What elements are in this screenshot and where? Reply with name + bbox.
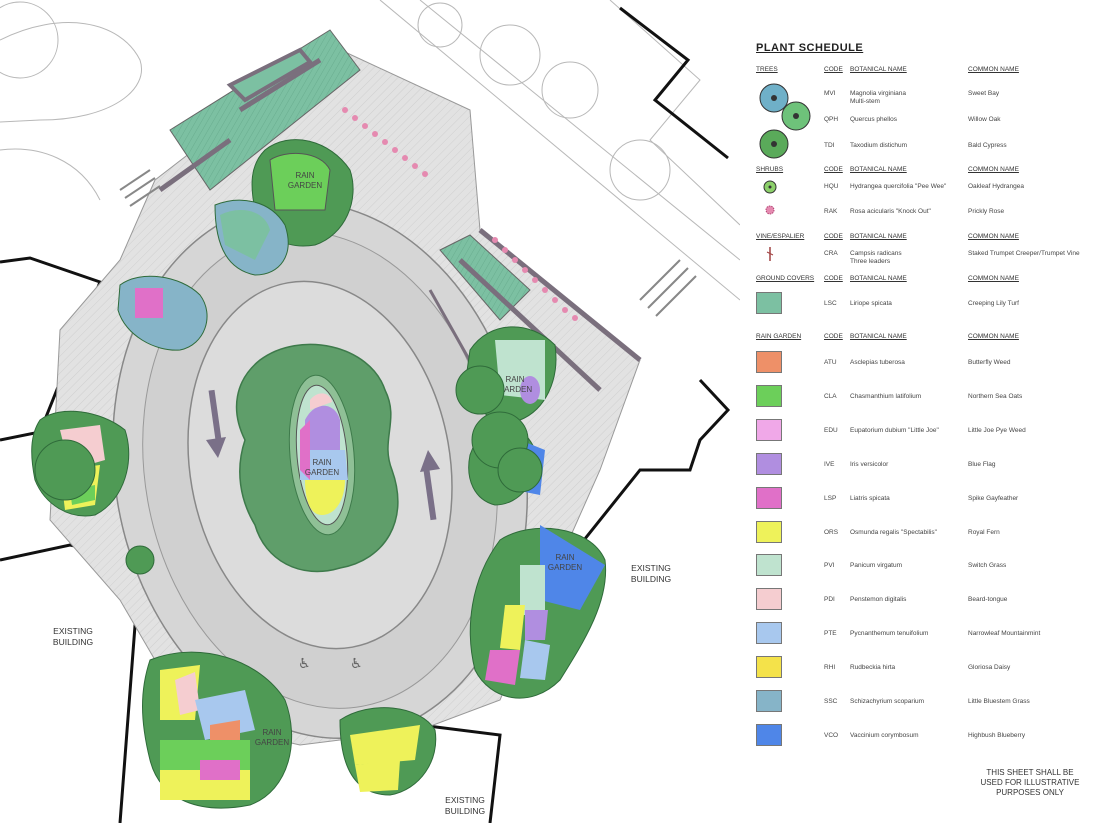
rose-row [342,107,578,321]
existing-building-label-west: EXISTING BUILDING [52,626,94,647]
svg-text:RAIN: RAIN [262,728,281,737]
swatch-edu [756,418,782,441]
rose-dot-icon [765,205,775,215]
site-plan: RAIN GARDEN RAIN GARDEN [0,0,740,823]
swatch-pvi [756,554,782,577]
plant-schedule: PLANT SCHEDULE TREES CODE BOTANICAL NAME… [756,42,1092,746]
site-context-lines [0,0,740,301]
svg-text:RAIN: RAIN [312,458,331,467]
swatch-pte [756,622,782,645]
central-lawn: RAIN GARDEN [235,343,399,573]
swatch-ive [756,452,782,475]
direction-arrow-icon [206,389,440,521]
southeast-rain-garden: RAIN GARDEN [469,525,607,699]
swatch-ssc [756,690,782,712]
crosswalks [119,169,697,317]
top-rain-garden: RAIN GARDEN [214,139,354,276]
swatch-lsc [756,292,782,314]
illustrative-note: THIS SHEET SHALL BE USED FOR ILLUSTRATIV… [980,768,1080,797]
swatch-atu [756,351,782,373]
swatch-rhi [756,656,782,679]
southwest-rain-garden: RAIN GARDEN [142,651,292,809]
svg-text:RAIN: RAIN [555,553,574,562]
existing-building-label-south: EXISTING BUILDING [444,795,486,816]
svg-text:♿: ♿ [350,656,363,672]
swatch-pdi [756,588,782,611]
svg-text:GARDEN: GARDEN [548,563,582,572]
swatch-cla [756,384,782,407]
svg-text:GARDEN: GARDEN [498,385,532,394]
existing-building-label-east: EXISTING BUILDING [630,563,672,584]
south-bed [339,707,437,796]
accessible-parking-icon: ♿ ♿ [298,656,363,672]
svg-text:♿: ♿ [298,656,311,672]
swatch-vco [756,723,782,746]
svg-text:GARDEN: GARDEN [255,738,289,747]
tree-circle-icon [759,83,811,159]
swatch-ors [756,520,782,543]
svg-text:RAIN: RAIN [295,171,314,180]
shrub-circle-icon [763,180,777,194]
vine-icon [766,247,774,261]
perimeter-trees [34,365,543,575]
swatch-lsp [756,486,782,509]
svg-text:RAIN: RAIN [505,375,524,384]
svg-text:GARDEN: GARDEN [288,181,322,190]
svg-text:GARDEN: GARDEN [305,468,339,477]
schedule-title: PLANT SCHEDULE [756,42,864,54]
